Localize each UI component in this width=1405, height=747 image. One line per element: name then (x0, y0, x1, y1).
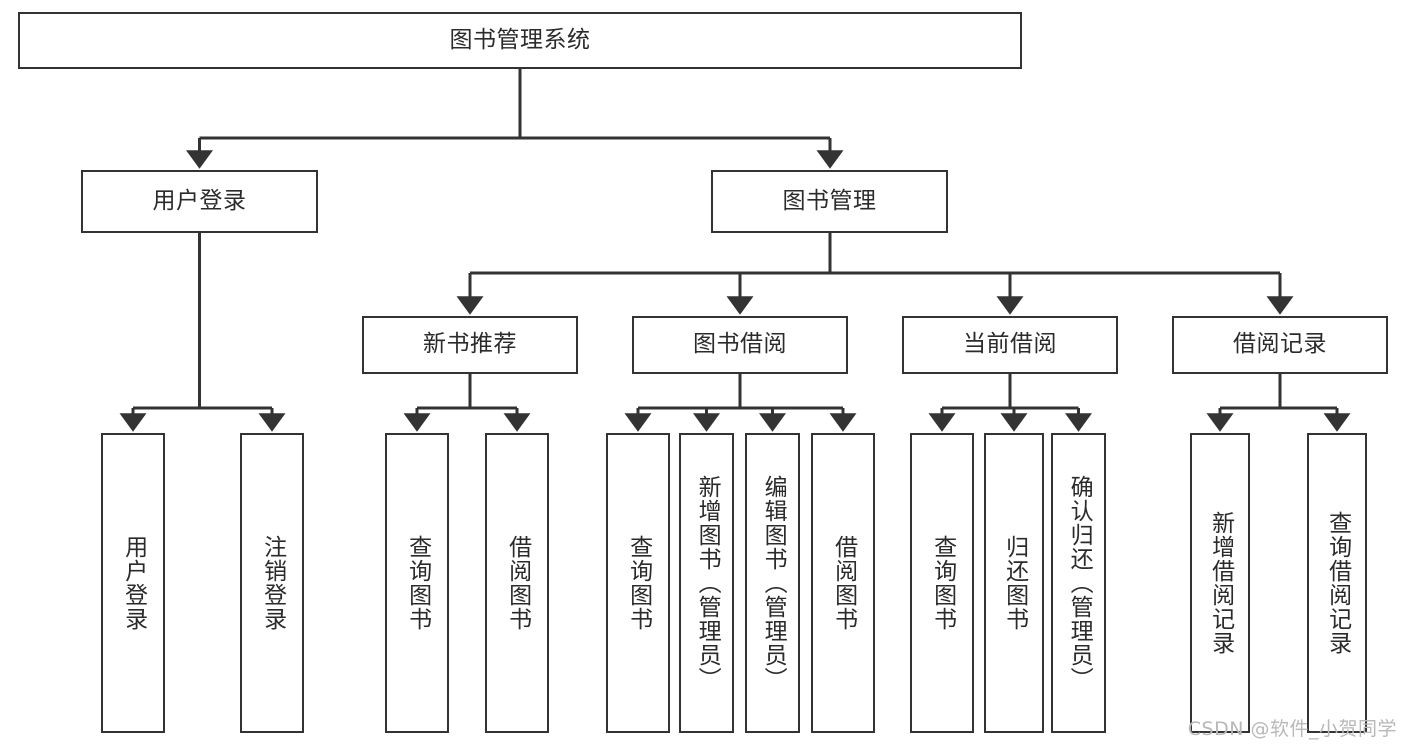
node-label: 借阅图书 (830, 535, 857, 631)
node-leaf-query-borrow-record[interactable]: 查询借阅记录 (1307, 433, 1367, 733)
edge-group-book-borrow (624, 374, 857, 432)
node-label: 图书管理系统 (449, 26, 591, 53)
node-leaf-confirm-return-admin[interactable]: 确认归还（管理员） (1051, 433, 1106, 733)
edge-group-root (186, 69, 844, 169)
node-leaf-user-login[interactable]: 用户登录 (101, 433, 165, 733)
edge-group-borrow-record (1206, 374, 1351, 432)
node-book-manage[interactable]: 图书管理 (711, 170, 948, 233)
node-label: 图书借阅 (693, 331, 787, 358)
node-new-book-recommend[interactable]: 新书推荐 (362, 316, 578, 374)
node-leaf-add-book-admin[interactable]: 新增图书（管理员） (679, 433, 734, 733)
node-user-login[interactable]: 用户登录 (81, 170, 318, 233)
node-leaf-borrow-book-recommend[interactable]: 借阅图书 (485, 433, 549, 733)
node-label: 当前借阅 (963, 331, 1057, 358)
node-label: 归还图书 (1001, 535, 1028, 631)
node-leaf-query-book-recommend[interactable]: 查询图书 (385, 433, 449, 733)
node-label: 新增借阅记录 (1207, 511, 1234, 655)
edge-group-new-book-recommend (403, 374, 531, 432)
watermark-text: CSDN @软件_小贺同学 (1187, 718, 1397, 740)
node-leaf-borrow-book[interactable]: 借阅图书 (811, 433, 875, 733)
node-label: 借阅图书 (504, 535, 531, 631)
node-label: 查询图书 (625, 535, 652, 631)
node-label: 查询图书 (929, 535, 956, 631)
node-label: 编辑图书（管理员） (760, 475, 787, 691)
node-label: 新书推荐 (423, 331, 517, 358)
node-label: 查询图书 (404, 535, 431, 631)
node-label: 借阅记录 (1233, 331, 1327, 358)
node-borrow-record[interactable]: 借阅记录 (1172, 316, 1388, 374)
node-root-system[interactable]: 图书管理系统 (18, 12, 1022, 69)
edge-group-book-manage (456, 233, 1294, 315)
node-label: 用户登录 (152, 187, 247, 214)
node-leaf-logout-login[interactable]: 注销登录 (240, 433, 304, 733)
node-book-borrow[interactable]: 图书借阅 (632, 316, 848, 374)
node-leaf-return-book[interactable]: 归还图书 (984, 433, 1044, 733)
edge-group-user-login (119, 233, 286, 432)
node-label: 注销登录 (259, 535, 286, 631)
node-label: 查询借阅记录 (1324, 511, 1351, 655)
node-leaf-edit-book-admin[interactable]: 编辑图书（管理员） (745, 433, 800, 733)
node-label: 图书管理 (782, 187, 877, 214)
edge-group-current-borrow (928, 374, 1092, 432)
node-label: 用户登录 (120, 535, 147, 631)
node-label: 新增图书（管理员） (694, 475, 721, 691)
node-leaf-add-borrow-record[interactable]: 新增借阅记录 (1190, 433, 1250, 733)
node-leaf-query-book-borrow[interactable]: 查询图书 (606, 433, 670, 733)
node-leaf-query-book-current[interactable]: 查询图书 (910, 433, 974, 733)
node-current-borrow[interactable]: 当前借阅 (902, 316, 1118, 374)
node-label: 确认归还（管理员） (1066, 475, 1093, 691)
